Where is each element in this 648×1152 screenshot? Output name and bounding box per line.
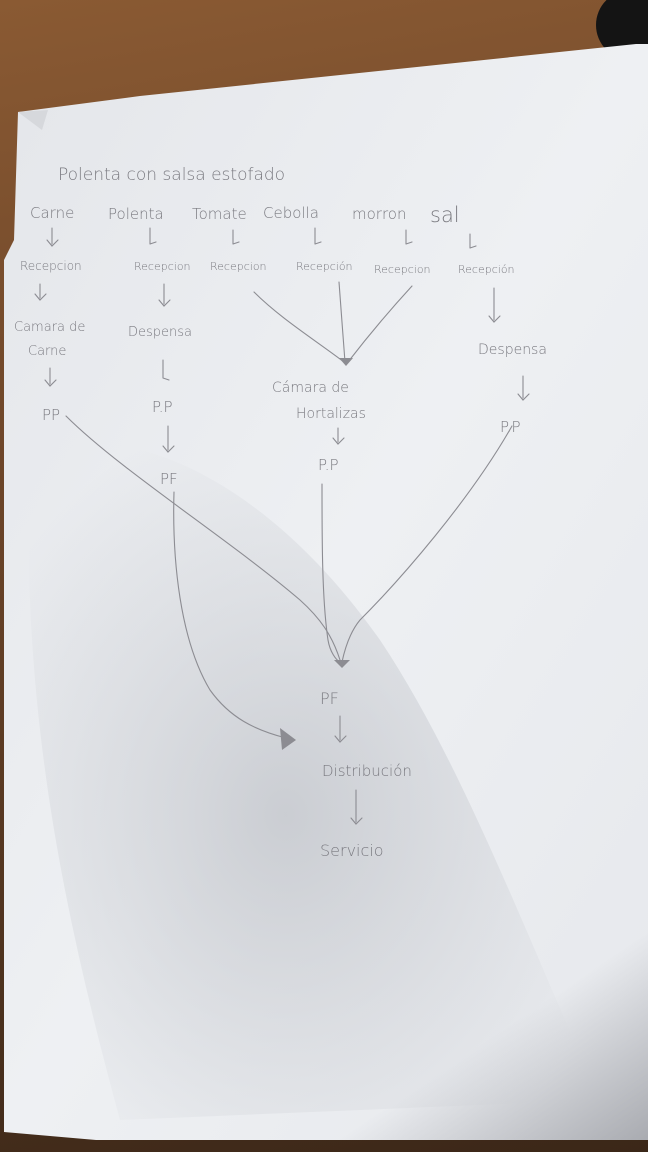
- step-sal: P.P: [500, 418, 521, 436]
- final-polenta: PF: [160, 470, 178, 488]
- ingredient-sal: sal: [430, 203, 460, 227]
- reception-carne: Recepcion: [20, 259, 82, 273]
- storage-polenta: Despensa: [128, 325, 192, 340]
- storage-vegetables: Cámara de Hortalizas: [272, 380, 366, 422]
- storage-vegetables-line-2: Hortalizas: [296, 406, 366, 422]
- ingredient-cebolla: Cebolla: [263, 204, 319, 222]
- hand-shadow: [28, 441, 600, 1120]
- storage-vegetables-line-1: Cámara de: [272, 380, 349, 396]
- arrow-distribution-service: [350, 789, 363, 825]
- reception-polenta: Recepcion: [134, 260, 191, 273]
- storage-sal: Despensa: [478, 342, 547, 358]
- reception-cebolla: Recepción: [296, 260, 353, 273]
- reception-sal: Recepción: [458, 263, 515, 276]
- reception-morron: Recepcion: [374, 263, 431, 276]
- corner-shadow: [260, 880, 648, 1140]
- arrow-polenta-final: [162, 425, 175, 453]
- step-carne: PP: [42, 406, 60, 424]
- service-label: Servicio: [320, 841, 384, 860]
- ingredient-polenta: Polenta: [108, 205, 164, 223]
- arrow-final-distribution: [334, 715, 347, 743]
- arrows-row-3: [44, 359, 530, 401]
- arrow-vegetables: [332, 427, 345, 445]
- final-product: PF: [320, 689, 339, 708]
- merge-to-final-lines: [65, 415, 513, 750]
- storage-carne-line-2: Carne: [28, 344, 66, 359]
- torn-corner: [18, 110, 48, 130]
- step-vegetables: P.P: [318, 456, 339, 474]
- ingredient-tomate: Tomate: [192, 205, 247, 223]
- diagram-title: Polenta con salsa estofado: [58, 165, 285, 185]
- distribution-label: Distribución: [322, 762, 412, 780]
- step-polenta: P.P: [152, 398, 173, 416]
- storage-carne: Camara de Carne: [14, 320, 90, 359]
- vegetables-merge-lines: [253, 281, 413, 366]
- storage-carne-line-1: Camara de: [14, 320, 85, 335]
- reception-tomate: Recepcion: [210, 260, 267, 273]
- arrows-row-1: [46, 227, 477, 249]
- arrows-row-2: [34, 283, 501, 323]
- ingredient-carne: Carne: [30, 204, 74, 222]
- ingredient-morron: morron: [352, 205, 406, 223]
